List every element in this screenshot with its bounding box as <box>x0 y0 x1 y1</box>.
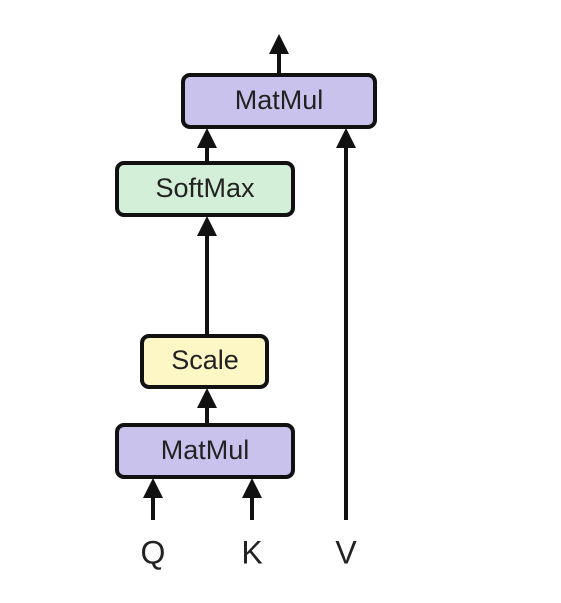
matmul-bottom-box <box>115 423 295 479</box>
matmul-top-label: MatMul <box>235 85 324 115</box>
scale-block: Scale <box>140 334 269 389</box>
softmax-box <box>115 161 295 217</box>
scale-label: Scale <box>171 345 239 375</box>
matmul-top-block: MatMul <box>181 73 377 129</box>
matmul-bottom-label: MatMul <box>161 435 250 465</box>
k-label: K <box>241 534 262 570</box>
q-label: Q <box>141 534 166 570</box>
matmul-bottom-block: MatMul <box>115 423 295 479</box>
matmul-top-box <box>181 73 377 129</box>
softmax-label: SoftMax <box>155 173 255 203</box>
softmax-block: SoftMax <box>115 161 295 217</box>
scale-box <box>140 334 269 389</box>
v-label: V <box>335 534 357 570</box>
